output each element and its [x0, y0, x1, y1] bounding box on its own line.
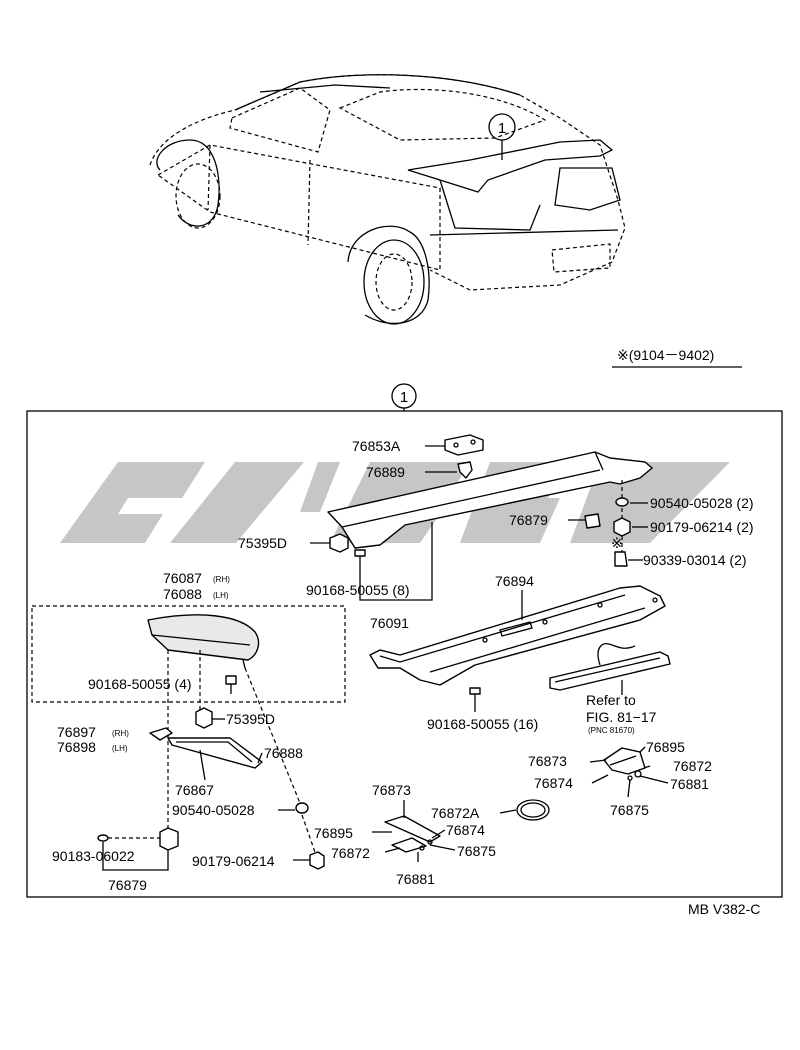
hinge-assembly-center — [372, 800, 456, 862]
label-90339-03014-2: 90339-03014 (2) — [643, 552, 747, 568]
parts-frame — [26, 410, 783, 898]
label-refer-pnc: (PNC 81670) — [588, 726, 635, 735]
label-76873-mid: 76873 — [372, 782, 411, 798]
end-cap-76087 — [147, 614, 260, 669]
cap-90339 — [614, 551, 628, 567]
end-cap-group — [31, 605, 346, 703]
label-refer-fig: FIG. 81−17 — [586, 709, 657, 725]
label-76087-side: (RH) — [213, 575, 230, 584]
label-90179-06214: 90179-06214 — [192, 853, 275, 869]
washer-90540-bottom — [295, 802, 309, 814]
callout-number: 1 — [498, 120, 506, 137]
car-illustration — [149, 74, 626, 325]
label-90168-50055-8: 90168-50055 (8) — [306, 582, 410, 598]
label-76874-right: 76874 — [534, 775, 573, 791]
label-76889: 76889 — [366, 464, 405, 480]
label-90179-06214-2: 90179-06214 (2) — [650, 519, 754, 535]
section-callout-number: 1 — [400, 389, 408, 406]
label-76873-right: 76873 — [528, 753, 567, 769]
car-callout: 1 — [488, 113, 516, 160]
label-asterisk: ※ — [611, 535, 623, 551]
label-90540-05028: 90540-05028 — [172, 802, 255, 818]
nut-75395D-top — [329, 533, 349, 553]
washer-90540-top — [615, 497, 629, 507]
pad-76897 — [149, 727, 173, 741]
label-76867: 76867 — [175, 782, 214, 798]
bolt-90168-top — [354, 549, 366, 557]
washer-90183 — [97, 834, 109, 842]
date-range: ※(9104－9402) — [617, 347, 714, 363]
label-76879-bottom: 76879 — [108, 877, 147, 893]
labels: 76853A 76889 75395D 90168-50055 (8) 7609… — [52, 438, 754, 893]
stop-light-assembly — [549, 643, 671, 691]
label-90168-50055-16: 90168-50055 (16) — [427, 716, 538, 732]
label-76875-right: 76875 — [610, 802, 649, 818]
label-90540-05028-2: 90540-05028 (2) — [650, 495, 754, 511]
spoiler-76091 — [327, 451, 653, 549]
label-90168-50055-4: 90168-50055 (4) — [88, 676, 192, 692]
clip-76889 — [457, 461, 473, 479]
clip-76879-top — [584, 513, 601, 529]
label-76898-side: (LH) — [112, 744, 128, 753]
label-76897-side: (RH) — [112, 729, 129, 738]
label-76897: 76897 — [57, 724, 96, 740]
label-76895-mid: 76895 — [314, 825, 353, 841]
label-76898: 76898 — [57, 739, 96, 755]
ring-76872A — [516, 799, 550, 821]
label-76874-mid: 76874 — [446, 822, 485, 838]
label-76872-mid: 76872 — [331, 845, 370, 861]
gasket-76888 — [167, 737, 263, 769]
label-76088: 76088 — [163, 586, 202, 602]
bolt-90168-left — [225, 675, 237, 685]
label-76879-top: 76879 — [509, 512, 548, 528]
label-76881-mid: 76881 — [396, 871, 435, 887]
label-75395D-mid: 75395D — [226, 711, 275, 727]
bracket-76853A — [444, 434, 484, 456]
nut-75395D-mid — [195, 707, 213, 729]
clip-76879-bottom — [159, 827, 179, 851]
label-75395D-top: 75395D — [238, 535, 287, 551]
plate-76894 — [369, 585, 666, 686]
label-76872A: 76872A — [431, 805, 480, 821]
label-76853A: 76853A — [352, 438, 401, 454]
label-76888: 76888 — [264, 745, 303, 761]
nut-90179-top — [613, 517, 631, 537]
bolt-90168-bottom — [469, 687, 481, 695]
label-refer-to: Refer to — [586, 692, 636, 708]
footer-code: MB V382-C — [688, 901, 760, 917]
label-76895-right: 76895 — [646, 739, 685, 755]
hinge-assembly-right — [589, 746, 669, 798]
nut-90179-bottom — [309, 851, 325, 870]
label-76088-side: (LH) — [213, 591, 229, 600]
label-76872-right: 76872 — [673, 758, 712, 774]
label-76881-right: 76881 — [670, 776, 709, 792]
label-76875-mid: 76875 — [457, 843, 496, 859]
label-76091: 76091 — [370, 615, 409, 631]
label-76894: 76894 — [495, 573, 534, 589]
label-90183-06022: 90183-06022 — [52, 848, 135, 864]
label-76087: 76087 — [163, 570, 202, 586]
